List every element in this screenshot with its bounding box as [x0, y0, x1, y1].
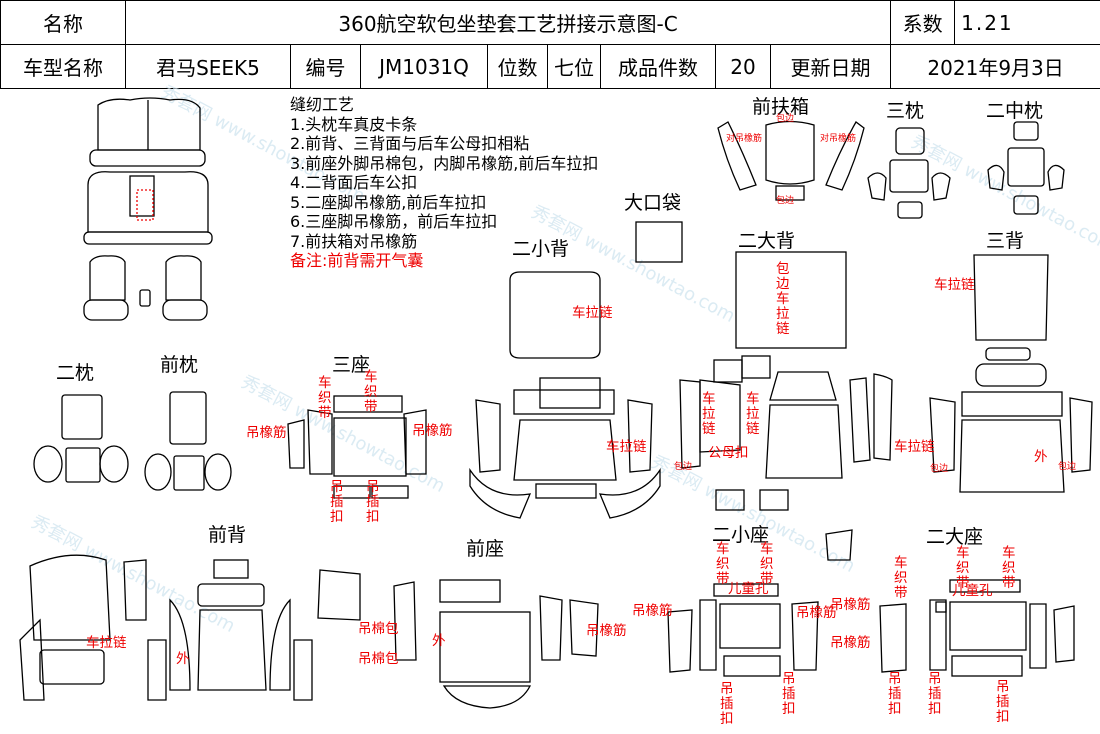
- label-front-seat: 前座: [466, 538, 505, 560]
- name-label: 名称: [0, 0, 126, 45]
- second-mid-pillow-pattern: [987, 121, 1065, 215]
- annot-child-hole: 儿童孔: [728, 581, 769, 597]
- annot-zipper: 车拉链: [572, 305, 613, 321]
- annot-webbing: 车织带: [956, 545, 970, 591]
- annot-rubber: 吊橡筋: [412, 423, 453, 439]
- annot-insert-buckle: 吊插扣: [366, 479, 380, 525]
- annot-zipper: 车拉链: [934, 277, 975, 293]
- label-big-bag: 大口袋: [624, 192, 682, 214]
- annot-edge-zipper: 包边车拉链: [776, 261, 790, 337]
- annot-cotton: 吊棉包: [358, 621, 399, 637]
- note-item: 3.前座外脚吊棉包，内脚吊橡筋,前后车拉扣: [290, 153, 599, 173]
- label-second-big-seat: 二大座: [926, 526, 984, 548]
- annot-insert-buckle: 吊插扣: [720, 681, 734, 727]
- date-label: 更新日期: [769, 44, 892, 89]
- third-pillow-pattern: [867, 127, 951, 219]
- note-item: 4.二背面后车公扣: [290, 173, 418, 192]
- note-remark: 备注:前背需开气囊: [290, 251, 424, 270]
- annot-webbing: 车织带: [894, 555, 908, 601]
- annot-zipper: 车拉链: [702, 391, 716, 437]
- label-second-small-seat: 二小座: [712, 524, 770, 546]
- annot-insert-buckle: 吊插扣: [888, 671, 902, 717]
- label-front-pillow: 前枕: [160, 354, 199, 376]
- annot-rubber: 吊橡筋: [830, 597, 871, 613]
- front-armrest-pattern: [717, 120, 865, 201]
- annot-edge: 包边: [776, 114, 795, 124]
- third-back-pattern: [929, 254, 1093, 493]
- pieces-value: 20: [715, 44, 771, 89]
- annot-insert-buckle: 吊插扣: [996, 679, 1010, 725]
- annot-pair-rubber: 对吊橡筋: [726, 134, 763, 144]
- sewing-notes: 缝纫工艺 1.头枕车真皮卡条 2.前背、三背面与后车公母扣相粘 3.前座外脚吊棉…: [290, 95, 598, 271]
- annot-pair-rubber: 对吊橡筋: [820, 134, 857, 144]
- big-bag-pattern: [635, 221, 683, 263]
- pieces-label: 成品件数: [600, 44, 716, 89]
- label-third-seat: 三座: [332, 354, 371, 376]
- model-label: 车型名称: [0, 44, 126, 89]
- code-value: JM1031Q: [360, 44, 488, 89]
- annot-male-female: 公母扣: [708, 445, 749, 461]
- annot-outer: 外: [432, 633, 446, 649]
- annot-outer: 外: [1034, 449, 1048, 465]
- annot-rubber: 吊橡筋: [632, 603, 673, 619]
- annot-zipper: 车拉链: [894, 439, 935, 455]
- second-big-back-pattern: [679, 251, 893, 511]
- label-second-mid-pillow: 二中枕: [986, 100, 1044, 122]
- annot-insert-buckle: 吊插扣: [330, 479, 344, 525]
- label-third-back: 三背: [986, 230, 1025, 252]
- annot-zipper: 车拉链: [86, 635, 127, 651]
- front-back-pattern: [19, 554, 361, 701]
- front-pillow-pattern: [144, 391, 232, 491]
- label-front-armrest: 前扶箱: [752, 96, 810, 118]
- note-item: 2.前背、三背面与后车公母扣相粘: [290, 134, 530, 153]
- diagram-title: 360航空软包坐垫套工艺拼接示意图-C: [124, 0, 892, 45]
- label-second-big-back: 二大背: [738, 230, 796, 252]
- note-item: 7.前扶箱对吊橡筋: [290, 231, 418, 251]
- second-pillow-pattern: [33, 394, 129, 483]
- annot-edge: 包边: [776, 196, 795, 206]
- third-seat-pattern: [287, 395, 427, 499]
- coef-label: 系数: [890, 0, 956, 45]
- note-item: 5.二座脚吊橡筋,前后车拉扣: [290, 192, 487, 212]
- annot-webbing: 车织带: [760, 541, 774, 587]
- annot-webbing: 车织带: [318, 375, 332, 421]
- label-third-pillow: 三枕: [886, 100, 925, 122]
- annot-zipper: 车拉链: [606, 439, 647, 455]
- note-item: 6.三座脚吊橡筋，前后车拉扣: [290, 212, 498, 231]
- label-second-small-back: 二小背: [512, 238, 570, 260]
- seat-overview: [83, 97, 213, 321]
- date-value: 2021年9月3日: [890, 44, 1100, 89]
- info-table: 名称 360航空软包坐垫套工艺拼接示意图-C 系数 1.21 车型名称 君马SE…: [0, 0, 1100, 89]
- notes-title: 缝纫工艺: [290, 95, 355, 114]
- seats-value: 七位: [547, 44, 601, 89]
- annot-edge: 包边: [674, 462, 693, 472]
- annot-outer: 外: [176, 651, 190, 667]
- label-front-back: 前背: [208, 524, 247, 546]
- front-seat-pattern: [393, 579, 599, 709]
- annot-zipper: 车拉链: [746, 391, 760, 437]
- annot-webbing: 车织带: [716, 541, 730, 587]
- annot-edge: 包边: [930, 464, 949, 474]
- annot-insert-buckle: 吊插扣: [928, 671, 942, 717]
- second-big-seat-pattern: [879, 579, 1075, 677]
- annot-webbing: 车织带: [1002, 545, 1016, 591]
- label-second-pillow: 二枕: [56, 362, 95, 384]
- annot-edge: 包边: [1058, 462, 1077, 472]
- annot-cotton: 吊棉包: [358, 651, 399, 667]
- annot-rubber: 吊橡筋: [586, 623, 627, 639]
- seats-label: 位数: [487, 44, 548, 89]
- model-value: 君马SEEK5: [125, 44, 291, 89]
- annot-insert-buckle: 吊插扣: [782, 671, 796, 717]
- annot-rubber: 吊橡筋: [246, 425, 287, 441]
- second-small-back-pattern: [469, 271, 661, 519]
- second-small-seat-pattern: [667, 529, 853, 677]
- note-item: 1.头枕车真皮卡条: [290, 114, 418, 134]
- annot-child-hole: 儿童孔: [952, 583, 993, 599]
- annot-webbing: 车织带: [364, 369, 378, 415]
- annot-rubber: 吊橡筋: [830, 635, 871, 651]
- annot-rubber: 吊橡筋: [796, 605, 837, 621]
- code-label: 编号: [290, 44, 361, 89]
